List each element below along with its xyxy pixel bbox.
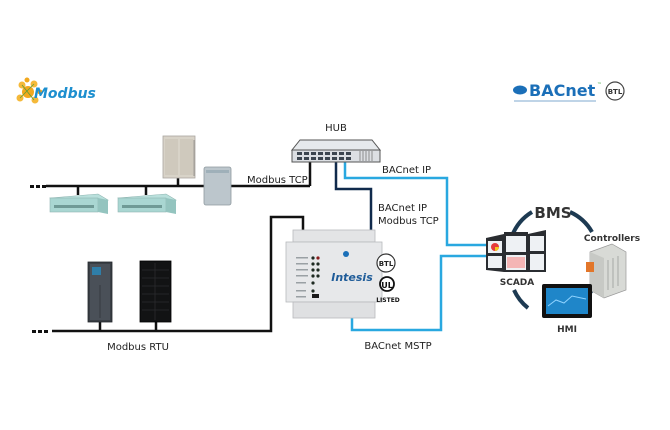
bacnet-badge-icon [343, 251, 349, 257]
modbus-tcp-dots [30, 185, 46, 188]
modbus-logo-text: Modbus [34, 86, 96, 102]
bacnet-logo-text: BACnet [529, 81, 596, 100]
listed-text: LISTED [376, 297, 400, 304]
controllers-label: Controllers [584, 234, 640, 244]
bacnet-ip-gateway-label: BACnet IP [378, 203, 427, 214]
controllers-device[interactable] [586, 243, 627, 299]
scada-label: SCADA [500, 278, 535, 288]
modbus-rtu-bus [52, 215, 305, 333]
modbus-rtu-label: Modbus RTU [107, 342, 169, 353]
modbus-molecule-icon [16, 77, 43, 104]
indoor-unit-2[interactable] [117, 193, 177, 214]
hub-gateway-link [334, 160, 373, 232]
ups-cabinet-1[interactable] [87, 261, 113, 323]
intesis-brand: Intesis [331, 271, 373, 284]
network-hub[interactable] [290, 139, 382, 163]
modbus-tcp-label: Modbus TCP [247, 175, 308, 186]
hmi-label: HMI [557, 325, 577, 335]
intesis-gateway[interactable]: Intesis BTL UL LISTED [285, 229, 400, 319]
btl-certification-icon: BTL [376, 253, 396, 273]
bacnet-ip-link [343, 160, 487, 247]
hmi-panel[interactable] [542, 284, 592, 318]
status-leds [296, 256, 320, 298]
modbus-rtu-dots [32, 330, 48, 333]
hub-label: HUB [325, 123, 347, 134]
btl-badge-icon [605, 81, 625, 101]
ul-text: UL [381, 281, 393, 290]
bacnet-mstp-link [350, 254, 487, 332]
modbus-tcp-gateway-device[interactable] [203, 166, 232, 206]
ups-cabinet-2[interactable] [139, 260, 172, 323]
bacnet-ip-label: BACnet IP [382, 165, 431, 176]
modbus-tcp-gateway-label: Modbus TCP [378, 216, 439, 227]
modbus-logo: Modbus [16, 77, 96, 104]
ashrae-icon [513, 85, 527, 95]
bms-label: BMS [534, 204, 571, 222]
bacnet-mstp-label: BACnet MSTP [364, 341, 431, 352]
indoor-unit-1[interactable] [49, 193, 109, 214]
btl-text: BTL [379, 260, 394, 268]
trademark: ™ [597, 82, 602, 88]
btl-badge-text: BTL [608, 88, 623, 96]
vrf-outdoor-unit[interactable] [162, 135, 196, 179]
scada-monitors[interactable] [486, 230, 546, 272]
bacnet-logo: BACnet ™ BTL [513, 81, 625, 102]
modbus-tcp-bus [46, 160, 312, 195]
ul-listed-icon: UL LISTED [376, 276, 400, 304]
usb-port [312, 294, 319, 298]
